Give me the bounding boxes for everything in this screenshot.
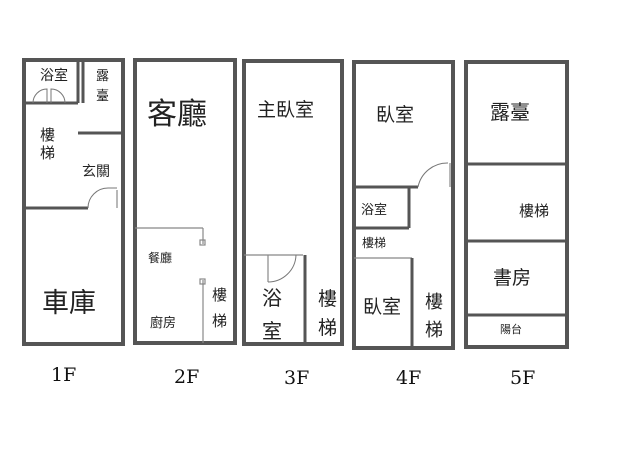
3f-bath-label-bottom: 室 — [262, 319, 282, 343]
2f-stairs-label-top: 樓 — [212, 286, 227, 304]
4f-bedroom-top-label: 臥室 — [376, 104, 414, 126]
floor-label-2f: 2F — [174, 366, 199, 388]
2f-column-2 — [199, 278, 206, 285]
floor-4f-outline — [352, 60, 455, 350]
1f-bath-door-swing-2 — [50, 88, 66, 104]
2f-column — [199, 239, 206, 246]
floor-5f-plan: 露臺 樓梯 書房 陽台 — [464, 60, 569, 349]
floor-1f-plan: 浴室 露 臺 樓 梯 玄關 車庫 — [22, 58, 125, 346]
5f-balcony-label: 陽台 — [500, 322, 522, 336]
floor-3f-plan: 主臥室 浴 室 樓 梯 — [242, 59, 344, 346]
2f-dining-label: 餐廳 — [148, 250, 172, 265]
3f-stairs-label-top: 樓 — [318, 288, 337, 310]
2f-living-label: 客廳 — [147, 97, 207, 132]
1f-stairs-label-top: 樓 — [40, 126, 55, 144]
3f-stairs-label-bottom: 梯 — [318, 317, 337, 339]
floor-4f-plan: 臥室 浴室 樓梯 臥室 樓 梯 — [352, 60, 455, 350]
floor-label-5f: 5F — [510, 367, 535, 389]
1f-bath-label: 浴室 — [40, 67, 68, 84]
4f-stairs-label-bottom: 梯 — [425, 320, 443, 341]
floor-5f-outline — [464, 60, 569, 349]
5f-study-label: 書房 — [493, 267, 531, 289]
4f-bedroom-bottom-label: 臥室 — [363, 296, 401, 318]
4f-bath-label: 浴室 — [361, 202, 387, 218]
floor-2f-outline — [133, 58, 237, 345]
floor-2f-plan: 客廳 餐廳 廚房 樓 梯 — [133, 58, 237, 345]
3f-master-label: 主臥室 — [257, 99, 314, 121]
2f-stairs-label-bottom: 梯 — [212, 312, 227, 330]
floor-label-3f: 3F — [284, 367, 309, 389]
4f-door-swing — [417, 162, 449, 188]
2f-kitchen-label: 廚房 — [150, 315, 176, 331]
floor-label-4f: 4F — [396, 367, 421, 389]
4f-small-stairs-label: 樓梯 — [362, 235, 386, 250]
5f-terrace-label: 露臺 — [490, 100, 530, 124]
floor-3f-outline — [242, 59, 344, 346]
floor-label-1f: 1F — [51, 364, 76, 386]
1f-entry-label: 玄關 — [82, 163, 110, 180]
1f-stairs-label-bottom: 梯 — [40, 144, 55, 162]
3f-bath-door-swing — [267, 254, 297, 283]
1f-terrace-label-top: 露 — [96, 69, 109, 84]
floor-1f-outline — [22, 58, 125, 346]
5f-stairs-label: 樓梯 — [519, 202, 549, 220]
1f-terrace-label-bottom: 臺 — [96, 89, 109, 104]
1f-bath-door-swing — [32, 88, 48, 104]
4f-stairs-label-top: 樓 — [425, 292, 443, 313]
1f-entry-door-swing — [87, 187, 117, 209]
1f-garage-label: 車庫 — [42, 288, 96, 319]
3f-bath-label-top: 浴 — [262, 286, 282, 310]
